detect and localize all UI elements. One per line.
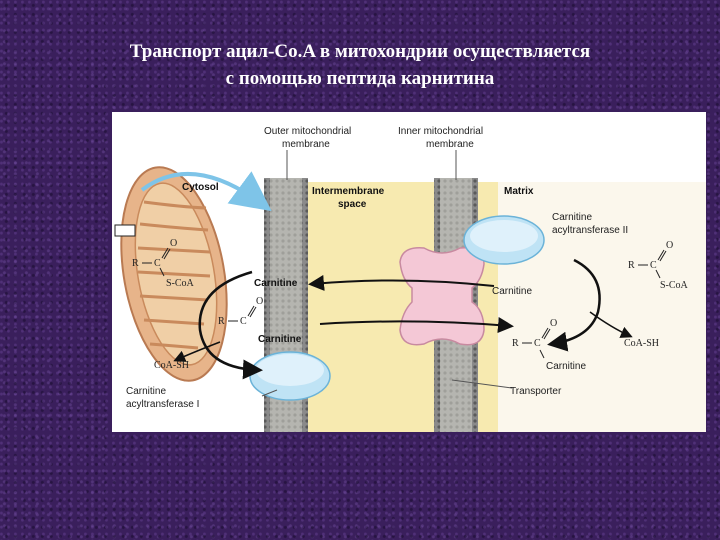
inner-membrane-label-line-1: Inner mitochondrial [398, 126, 483, 137]
svg-text:S-CoA: S-CoA [660, 280, 689, 291]
cat2-reaction-arrow [547, 258, 601, 352]
acyl-coa-structure-left: R C O S-CoA [132, 238, 195, 289]
cat2-label-line-1: Carnitine [552, 212, 592, 223]
acylcarnitine-import-arrow [319, 317, 514, 333]
acylcarnitine-structure-right: R C O [512, 318, 557, 359]
mitochondrion-illustration [114, 166, 228, 382]
coa-release-arrow-right [589, 311, 633, 338]
svg-text:R: R [218, 316, 225, 327]
svg-text:S-CoA: S-CoA [166, 278, 195, 289]
coa-sh-left: CoA-SH [154, 360, 189, 371]
slide-title-line-1: Транспорт ацил-Co.A в митохондрии осущес… [129, 41, 591, 62]
acyl-coa-structure-right: R C O S-CoA [628, 240, 689, 291]
svg-text:O: O [550, 318, 557, 329]
transporter-pointer [451, 379, 513, 389]
carnitine-acyltransferase-i-shape [249, 351, 331, 401]
matrix-label: Matrix [504, 186, 534, 197]
cat1-pointer [261, 389, 278, 397]
slide-title: Транспорт ацил-Co.A в митохондрии осущес… [0, 38, 720, 92]
acylcarnitine-structure-left: R C O [218, 296, 263, 327]
svg-text:O: O [666, 240, 673, 251]
coa-sh-right: CoA-SH [624, 338, 659, 349]
carnitine-matrix-label: Carnitine [492, 286, 532, 297]
svg-text:R: R [628, 260, 635, 271]
carnitine-outer-bottom: Carnitine [258, 334, 302, 345]
svg-text:C: C [534, 338, 541, 349]
svg-text:O: O [256, 296, 263, 307]
coa-release-arrow-left [173, 341, 221, 362]
svg-text:C: C [650, 260, 657, 271]
transporter-label: Transporter [510, 386, 562, 397]
svg-text:C: C [240, 316, 247, 327]
diagram-canvas: Outer mitochondrial membrane Inner mitoc… [112, 112, 706, 432]
carnitine-shuttle-diagram: Outer mitochondrial membrane Inner mitoc… [112, 112, 706, 432]
carnitine-outer-top: Carnitine [254, 278, 298, 289]
svg-text:R: R [132, 258, 139, 269]
inner-membrane-label-line-2: membrane [426, 139, 474, 150]
outer-membrane-label-line-1: Outer mitochondrial [264, 126, 351, 137]
cat1-label-line-1: Carnitine [126, 386, 166, 397]
carnitine-return-arrow [308, 274, 495, 291]
cytosol-label: Cytosol [182, 182, 219, 193]
zoom-arrow [140, 171, 272, 212]
svg-text:R: R [512, 338, 519, 349]
cat2-label-line-2: acyltransferase II [552, 225, 628, 236]
cat1-label-line-2: acyltransferase I [126, 399, 199, 410]
svg-text:C: C [154, 258, 161, 269]
carnitine-matrix-product: Carnitine [546, 361, 586, 372]
svg-text:O: O [170, 238, 177, 249]
intermembrane-label-line-2: space [338, 199, 367, 210]
transporter-protein [399, 247, 485, 346]
intermembrane-label-line-1: Intermembrane [312, 186, 385, 197]
carnitine-acyltransferase-ii-shape [463, 215, 545, 265]
slide-title-line-2: с помощью пептида карнитина [225, 68, 495, 89]
cat1-reaction-arrow [198, 270, 263, 380]
outer-membrane-label-line-2: membrane [282, 139, 330, 150]
